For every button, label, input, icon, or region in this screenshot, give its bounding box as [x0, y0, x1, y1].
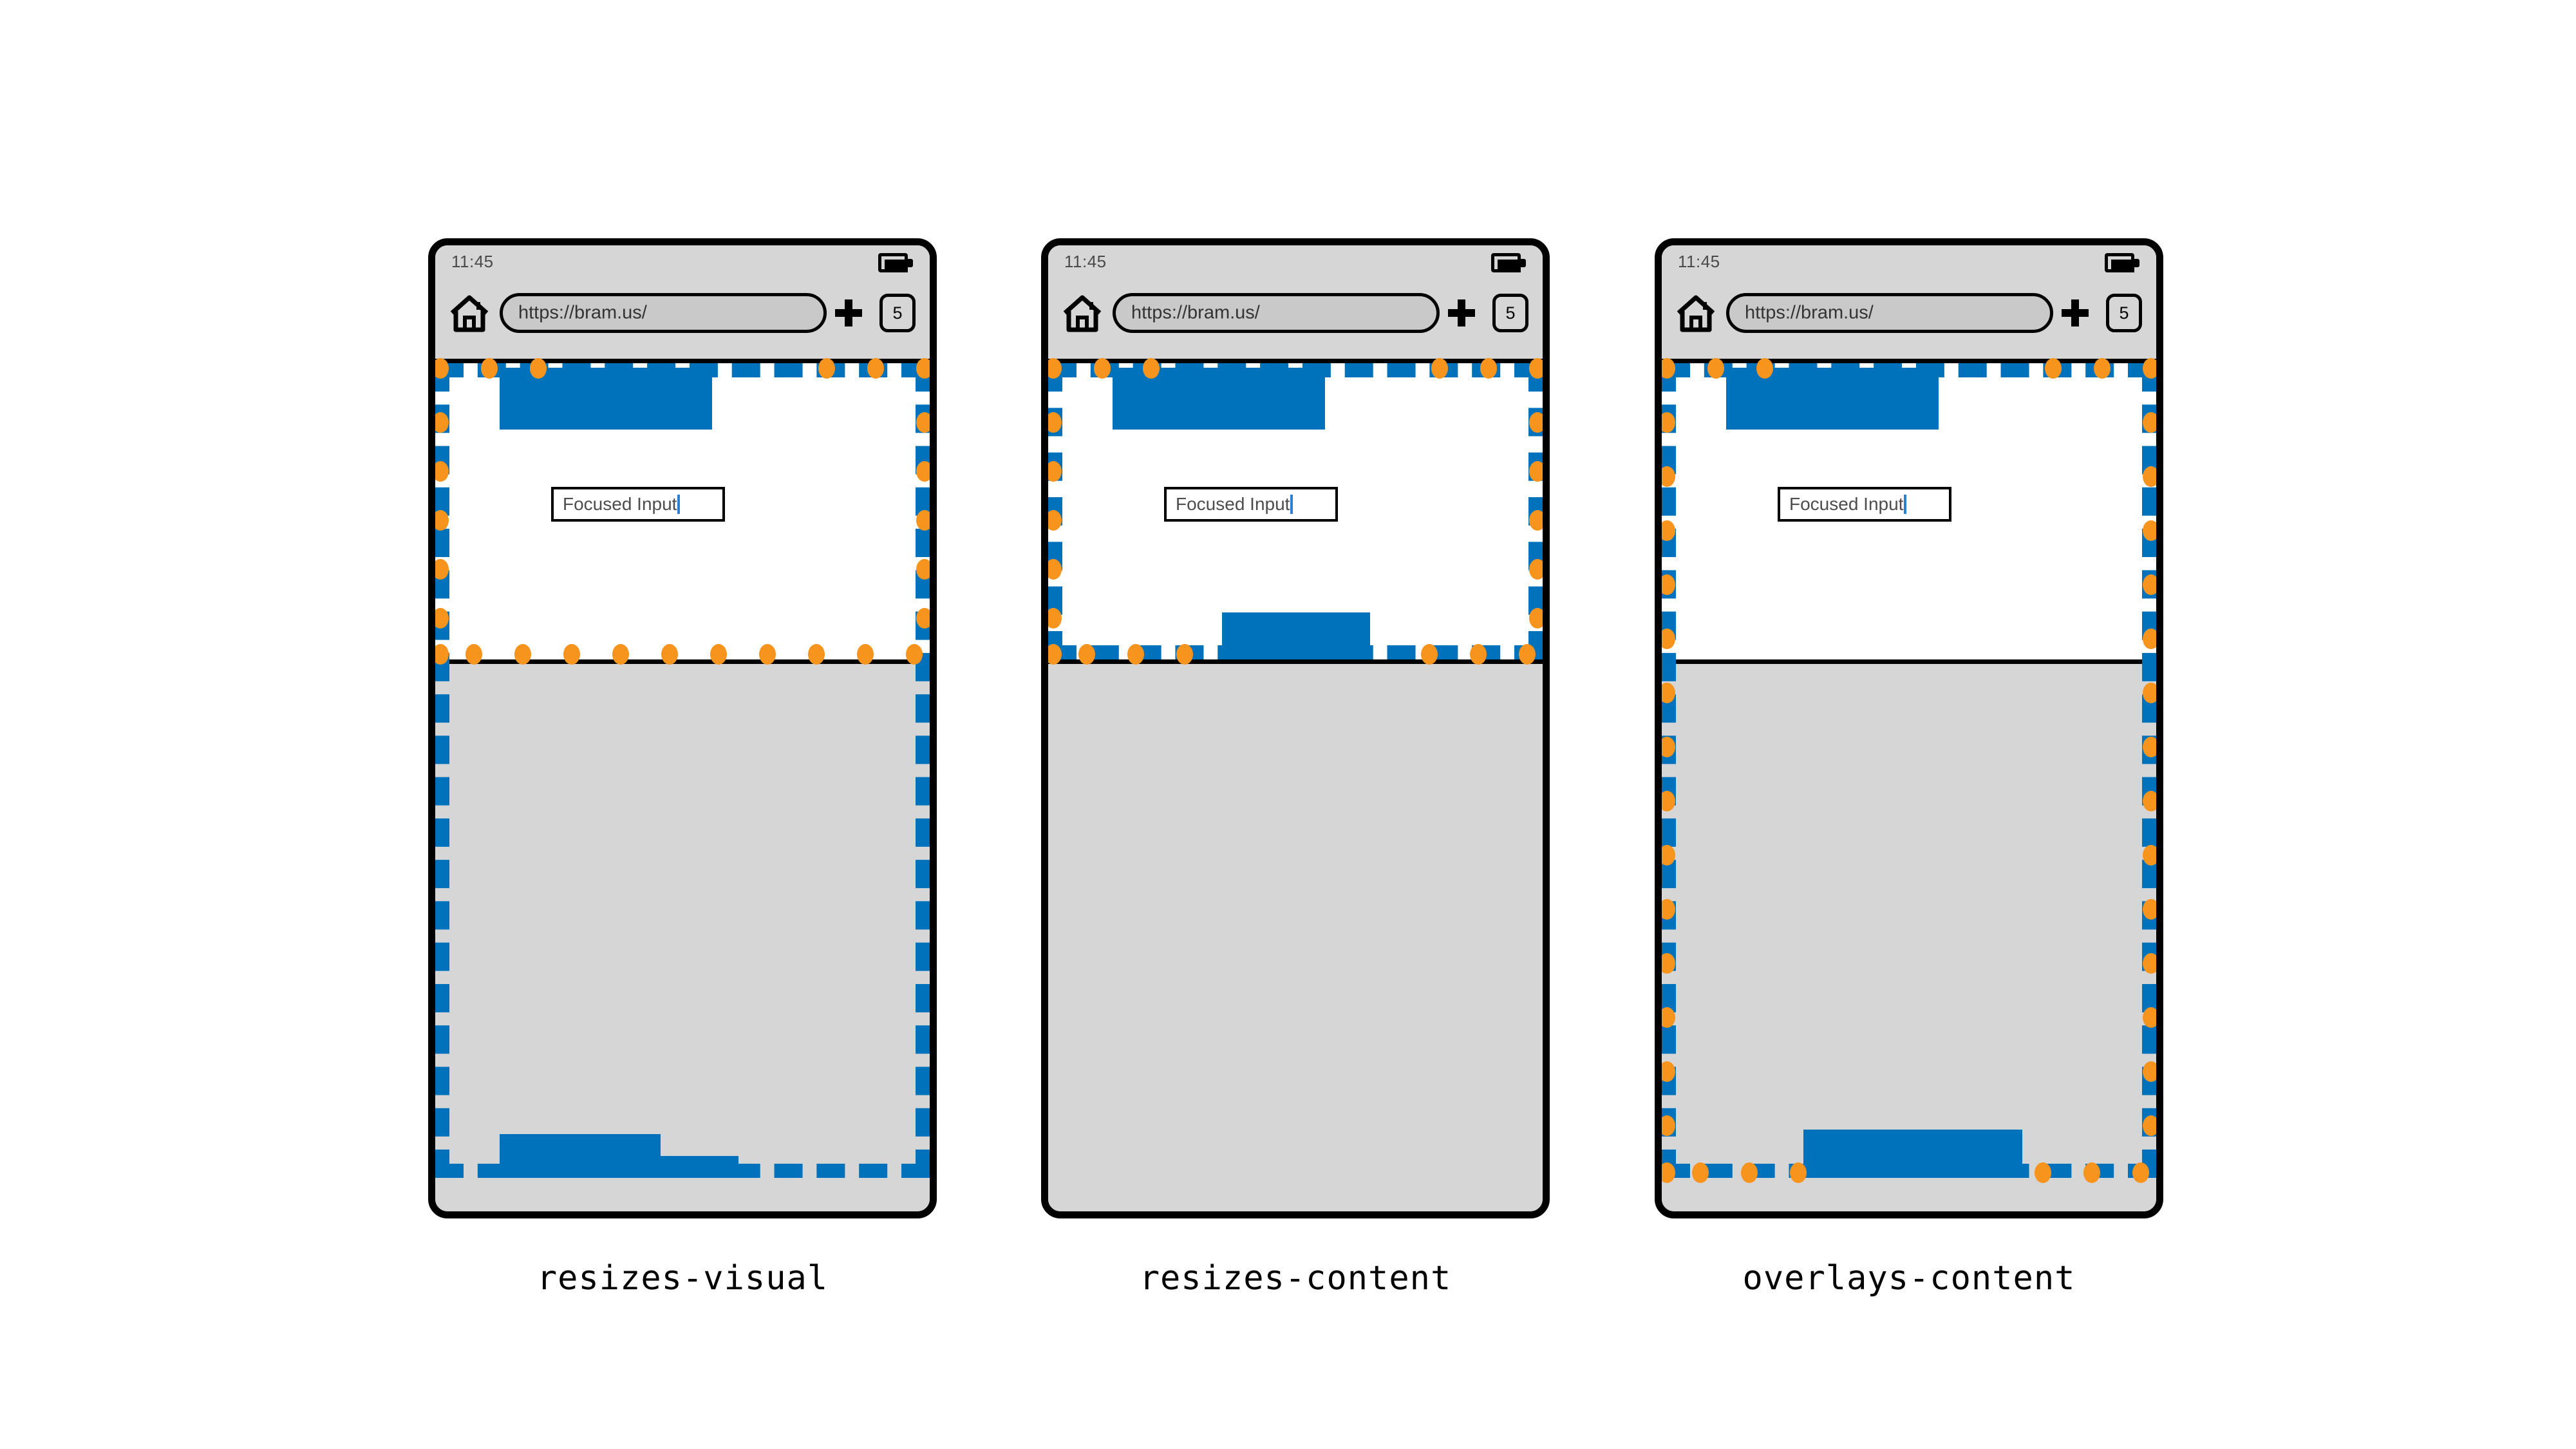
phone-frame: 11:45 https://br: [428, 238, 937, 1218]
status-bar: 11:45: [435, 245, 930, 281]
browser-toolbar: https://bram.us/ 5: [435, 281, 930, 359]
url-bar[interactable]: https://bram.us/: [500, 293, 827, 333]
browser-chrome: 11:45 https://br: [435, 245, 930, 363]
focused-input-value: Focused Input: [563, 494, 677, 514]
text-caret: [677, 495, 681, 514]
panel-overlays-content: 11:45 https://br: [1655, 238, 2163, 1218]
url-text: https://bram.us/: [518, 302, 647, 323]
panel-caption-resizes-content: resizes-content: [1139, 1259, 1452, 1298]
url-text: https://bram.us/: [1131, 302, 1260, 323]
status-clock: 11:45: [1678, 252, 1720, 271]
tab-count-button[interactable]: 5: [1492, 294, 1528, 332]
content-block-footer-2: [660, 1156, 738, 1178]
focused-input-value: Focused Input: [1176, 494, 1290, 514]
panel-resizes-visual: 11:45 https://br: [428, 238, 937, 1218]
battery-full-icon: [878, 253, 913, 272]
browser-toolbar: https://bram.us/ 5: [1662, 281, 2156, 359]
tab-count-button[interactable]: 5: [879, 294, 916, 332]
url-bar[interactable]: https://bram.us/: [1726, 293, 2053, 333]
focused-input[interactable]: Focused Input: [1164, 487, 1338, 522]
virtual-keyboard[interactable]: [1662, 664, 2156, 1211]
url-bar[interactable]: https://bram.us/: [1113, 293, 1440, 333]
status-bar: 11:45: [1048, 245, 1543, 281]
plus-icon[interactable]: [1448, 299, 1475, 327]
text-caret: [1290, 495, 1293, 514]
keyboard-divider: [1048, 659, 1543, 664]
home-icon[interactable]: [449, 293, 489, 333]
panel-resizes-content: 11:45 https://br: [1041, 238, 1550, 1218]
battery-full-icon: [1491, 253, 1526, 272]
plus-icon[interactable]: [835, 299, 862, 327]
content-block-footer: [500, 1134, 661, 1178]
status-bar: 11:45: [1662, 245, 2156, 281]
text-caret: [1904, 495, 1907, 514]
virtual-keyboard[interactable]: [1048, 664, 1543, 1211]
plus-icon[interactable]: [2062, 299, 2089, 327]
content-block-footer: [1222, 612, 1370, 659]
browser-chrome: 11:45 https://br: [1662, 245, 2156, 363]
tab-count-button[interactable]: 5: [2106, 294, 2142, 332]
keyboard-divider: [435, 659, 930, 664]
focused-input[interactable]: Focused Input: [551, 487, 725, 522]
url-text: https://bram.us/: [1745, 302, 1874, 323]
content-block-header: [500, 368, 712, 430]
phone-frame: 11:45 https://br: [1041, 238, 1550, 1218]
virtual-keyboard[interactable]: [435, 664, 930, 1211]
browser-toolbar: https://bram.us/ 5: [1048, 281, 1543, 359]
status-clock: 11:45: [451, 252, 494, 271]
panel-caption-resizes-visual: resizes-visual: [536, 1259, 829, 1298]
browser-chrome: 11:45 https://br: [1048, 245, 1543, 363]
content-block-header: [1113, 368, 1325, 430]
home-icon[interactable]: [1062, 293, 1102, 333]
focused-input-value: Focused Input: [1789, 494, 1904, 514]
battery-full-icon: [2105, 253, 2139, 272]
phone-frame: 11:45 https://br: [1655, 238, 2163, 1218]
content-block-footer: [1803, 1130, 2022, 1178]
panel-caption-overlays-content: overlays-content: [1742, 1259, 2076, 1298]
home-icon[interactable]: [1676, 293, 1716, 333]
focused-input[interactable]: Focused Input: [1778, 487, 1951, 522]
status-clock: 11:45: [1064, 252, 1107, 271]
content-block-header: [1726, 368, 1939, 430]
keyboard-divider: [1662, 659, 2156, 664]
